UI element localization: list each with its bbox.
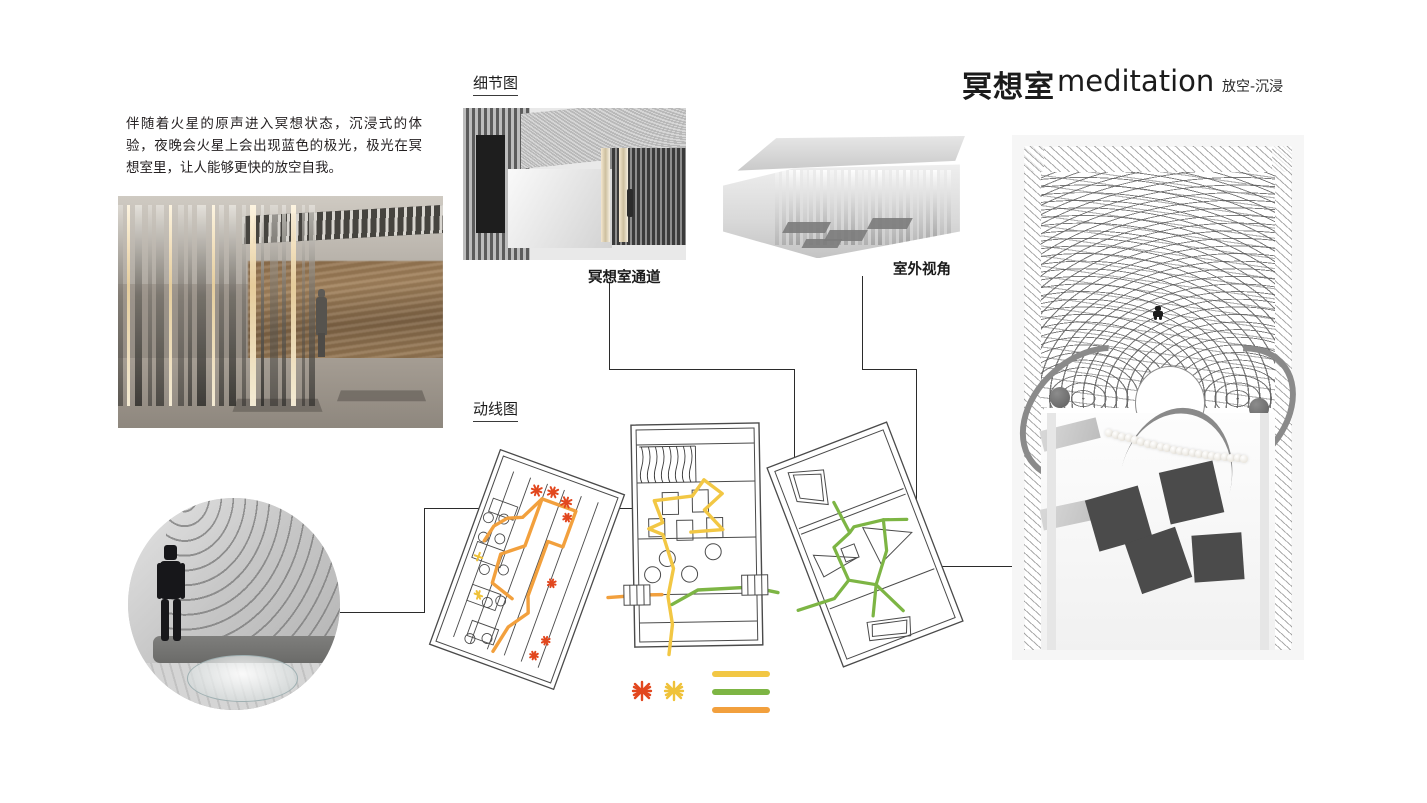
hero-render-meditation-hall [118, 196, 443, 428]
page-title-en: meditation [1057, 64, 1215, 98]
plan-cushion [1191, 532, 1245, 583]
passage-column [619, 147, 629, 242]
leader-exterior-v1 [862, 276, 864, 369]
leader-passage-v1 [609, 282, 611, 369]
hero-louver-columns [118, 205, 315, 418]
plan-figure [1152, 305, 1164, 320]
leader-inset-v [424, 508, 426, 613]
flow-plan-left [424, 445, 629, 695]
flow-plan-center [606, 417, 780, 664]
exterior-interior-volume [723, 164, 960, 259]
big-plan-render [1012, 135, 1304, 660]
section-label-detail: 细节图 [473, 72, 519, 96]
flow-plan-right [759, 414, 970, 674]
circle-inset-interior [128, 498, 340, 710]
passage-figure [626, 188, 633, 217]
legend-line-green [712, 689, 770, 695]
flow-legend [628, 665, 778, 725]
plan-side-wall [1260, 413, 1269, 650]
detail-render-passage [463, 108, 686, 260]
plan-hatch-left [1023, 145, 1045, 650]
leader-passage-h [609, 369, 795, 371]
leader-exterior-v2 [916, 369, 918, 504]
plan-bead-light-string [1105, 429, 1248, 476]
hero-floor-mat [336, 390, 426, 402]
circulation-diagram [428, 412, 975, 742]
plan-side-wall [1047, 413, 1056, 650]
plan-hatch-top [1023, 145, 1293, 172]
hero-figure [315, 288, 328, 357]
hero-terrain-backdrop [248, 260, 443, 377]
section-label-flow: 动线图 [473, 398, 519, 422]
inset-mannequin-figure [156, 544, 185, 641]
plan-hatch-right [1271, 145, 1293, 650]
description-text: 伴随着火星的原声进入冥想状态，沉浸式的体验，夜晚会火星上会出现蓝色的极光，极光在… [126, 116, 422, 176]
page-title-zh: 冥想室 [962, 70, 1055, 105]
passage-column [601, 147, 611, 242]
detail-render-exterior [718, 136, 970, 269]
passage-light-panel [507, 168, 613, 248]
legend-line-orange [712, 707, 770, 713]
caption-passage: 冥想室通道 [588, 270, 661, 286]
passage-dark-slot [476, 135, 506, 233]
leader-exterior-h [862, 369, 917, 371]
page-subtitle: 放空-沉浸 [1222, 79, 1284, 95]
inset-glass-table [187, 654, 298, 702]
leader-bigplan-h [930, 566, 1012, 568]
leader-passage-v2 [794, 369, 796, 499]
legend-line-yellow [712, 671, 770, 677]
caption-exterior: 室外视角 [893, 262, 951, 278]
plan-column-dot [1049, 387, 1071, 408]
leader-inset-h1 [340, 612, 425, 614]
